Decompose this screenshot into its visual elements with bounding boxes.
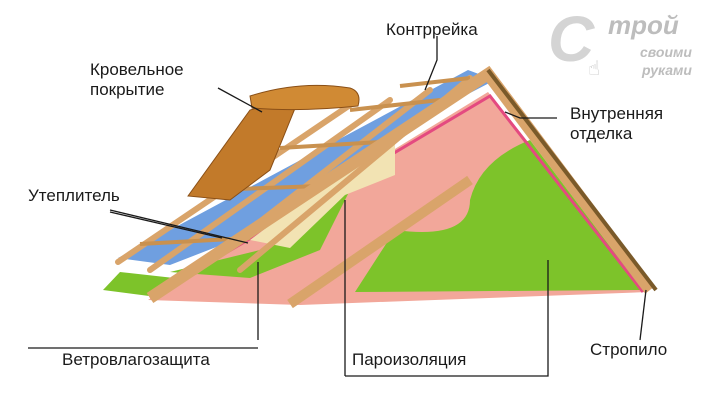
inner-green-area: [355, 140, 643, 292]
logo-word-build: трой: [608, 10, 679, 40]
label-counter-batten: Контррейка: [386, 20, 478, 39]
label-rafter: Стропило: [590, 340, 668, 359]
logo-word-hands: руками: [642, 62, 692, 78]
site-logo: С трой своими руками ☝: [548, 3, 720, 88]
logo-letter: С: [548, 3, 595, 75]
rafter-bottom: [287, 175, 473, 309]
rafter-front: [146, 65, 655, 304]
green-layer-left: [170, 190, 350, 278]
leader-lines: [28, 36, 647, 377]
membrane-slope: [118, 70, 495, 265]
logo-word-own: своими: [640, 44, 692, 60]
label-inner-finish: Внутренняя отделка: [570, 104, 664, 143]
label-wind-moisture-barrier: Ветровлагозащита: [62, 350, 210, 369]
label-vapor-barrier: Пароизоляция: [352, 350, 467, 369]
roof-tiles: [187, 84, 360, 201]
label-insulation: Утеплитель: [28, 186, 120, 205]
label-roof-covering: Кровельное покрытие: [90, 60, 184, 99]
thumb-icon: ☝: [588, 58, 601, 80]
rafter-dark-edge: [486, 68, 658, 292]
